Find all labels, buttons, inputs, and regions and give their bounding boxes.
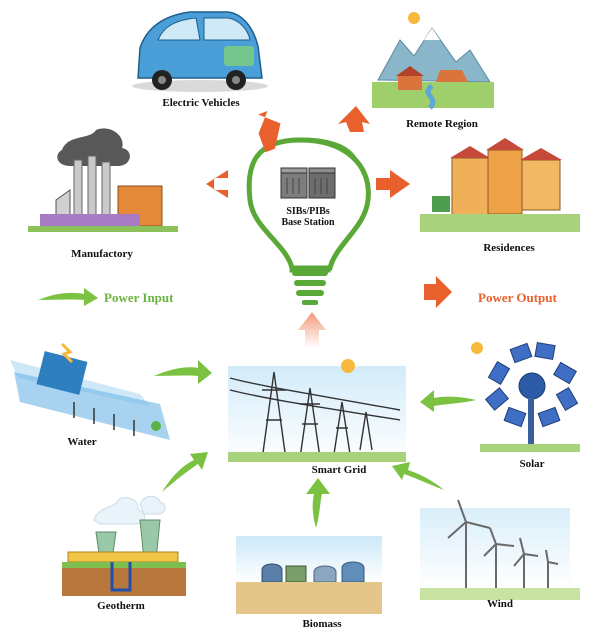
electric-vehicle-icon (132, 11, 268, 92)
label-wind: Wind (486, 598, 514, 610)
solar-panel-icon (471, 341, 580, 452)
wind-turbine-icon (420, 499, 580, 600)
output-arrow-residences (376, 170, 410, 198)
label-solar: Solar (519, 458, 545, 470)
output-arrow-remote (338, 106, 370, 132)
solar-input-arrow (420, 390, 476, 412)
water-dam-icon (10, 342, 170, 440)
smart-grid-icon (228, 359, 406, 462)
biomass-input-arrow (306, 478, 330, 528)
battery-station-icon (280, 167, 336, 199)
biomass-icon (236, 536, 382, 614)
label-manufactory: Manufactory (71, 248, 133, 260)
label-geotherm: Geotherm (97, 600, 145, 612)
output-arrow-ev (258, 111, 281, 153)
geotherm-icon (62, 495, 186, 596)
output-arrow-manufactory (206, 170, 228, 198)
label-smart-grid: Smart Grid (311, 464, 367, 476)
grid-to-station-arrow (298, 312, 326, 348)
legend-output-arrow (424, 276, 452, 308)
center-label-line2: Base Station (281, 217, 335, 228)
center-label-line1: SIBs/PIBs (286, 206, 330, 217)
label-residences: Residences (483, 242, 535, 254)
center-label: SIBs/PIBs Base Station (281, 206, 334, 228)
legend-power-input: Power Input (104, 290, 174, 305)
factory-icon (28, 128, 178, 232)
wind-input-arrow (392, 462, 444, 490)
residences-icon (420, 138, 580, 232)
label-remote-region: Remote Region (406, 118, 478, 130)
water-input-arrow (154, 360, 212, 384)
remote-region-icon (372, 12, 494, 110)
legend-power-output: Power Output (478, 290, 557, 305)
label-electric-vehicles: Electric Vehicles (162, 97, 240, 109)
legend-input-arrow (38, 288, 98, 306)
geotherm-input-arrow (162, 452, 208, 492)
label-biomass: Biomass (302, 618, 342, 630)
label-water: Water (67, 436, 97, 448)
